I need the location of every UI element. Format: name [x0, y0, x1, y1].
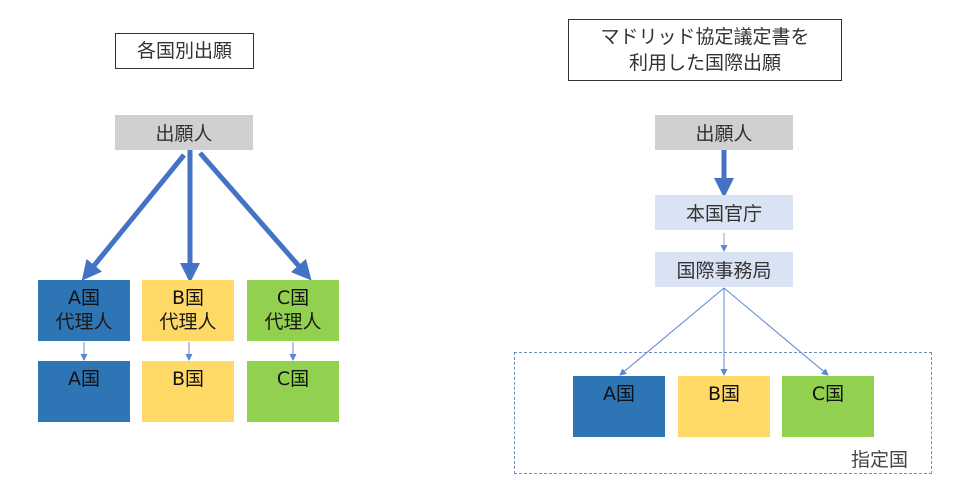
- left-country-box-a: A国: [38, 361, 130, 422]
- left-country-a-label: A国: [68, 368, 100, 390]
- right-country-box-a: A国: [573, 376, 665, 437]
- agent-box-a: A国 代理人: [38, 280, 130, 341]
- agent-box-b: B国 代理人: [142, 280, 234, 341]
- agent-c-country: C国: [276, 287, 310, 309]
- right-country-box-b: B国: [678, 376, 770, 437]
- right-country-c-label: C国: [811, 383, 845, 405]
- right-applicant-label: 出願人: [695, 123, 753, 145]
- office-of-origin-label: 本国官庁: [685, 203, 762, 225]
- office-of-origin-node: 本国官庁: [655, 195, 793, 230]
- right-country-a-label: A国: [603, 383, 635, 405]
- left-applicant-node: 出願人: [115, 115, 253, 150]
- arrow-bureau-to-country-c: [723, 287, 829, 376]
- designated-countries-group: [514, 352, 932, 474]
- left-title: 各国別出願: [136, 40, 232, 62]
- right-applicant-node: 出願人: [655, 115, 793, 150]
- arrow-applicant-to-agent-a: [81, 153, 186, 281]
- left-title-box: 各国別出願: [115, 33, 254, 69]
- agent-a-country: A国: [68, 287, 100, 309]
- left-country-box-c: C国: [247, 361, 339, 422]
- left-country-b-label: B国: [171, 368, 205, 390]
- agent-c-role: 代理人: [264, 311, 322, 333]
- left-country-c-label: C国: [276, 368, 310, 390]
- agent-b-role: 代理人: [159, 311, 217, 333]
- agent-box-c: C国 代理人: [247, 280, 339, 341]
- right-country-b-label: B国: [707, 383, 741, 405]
- right-title-line2: 利用した国際出願: [628, 52, 781, 74]
- right-title-box: マドリッド協定議定書を 利用した国際出願: [568, 19, 842, 81]
- arrow-bureau-to-country-a: [619, 287, 725, 376]
- left-applicant-label: 出願人: [155, 123, 213, 145]
- agent-b-country: B国: [171, 287, 205, 309]
- right-country-box-c: C国: [782, 376, 874, 437]
- international-bureau-node: 国際事務局: [655, 252, 793, 287]
- agent-a-role: 代理人: [55, 311, 113, 333]
- left-country-box-b: B国: [142, 361, 234, 422]
- right-title-line1: マドリッド協定議定書を: [600, 26, 810, 48]
- designated-countries-label: 指定国: [851, 449, 909, 471]
- international-bureau-label: 国際事務局: [676, 260, 772, 282]
- arrow-applicant-to-agent-c: [198, 151, 312, 281]
